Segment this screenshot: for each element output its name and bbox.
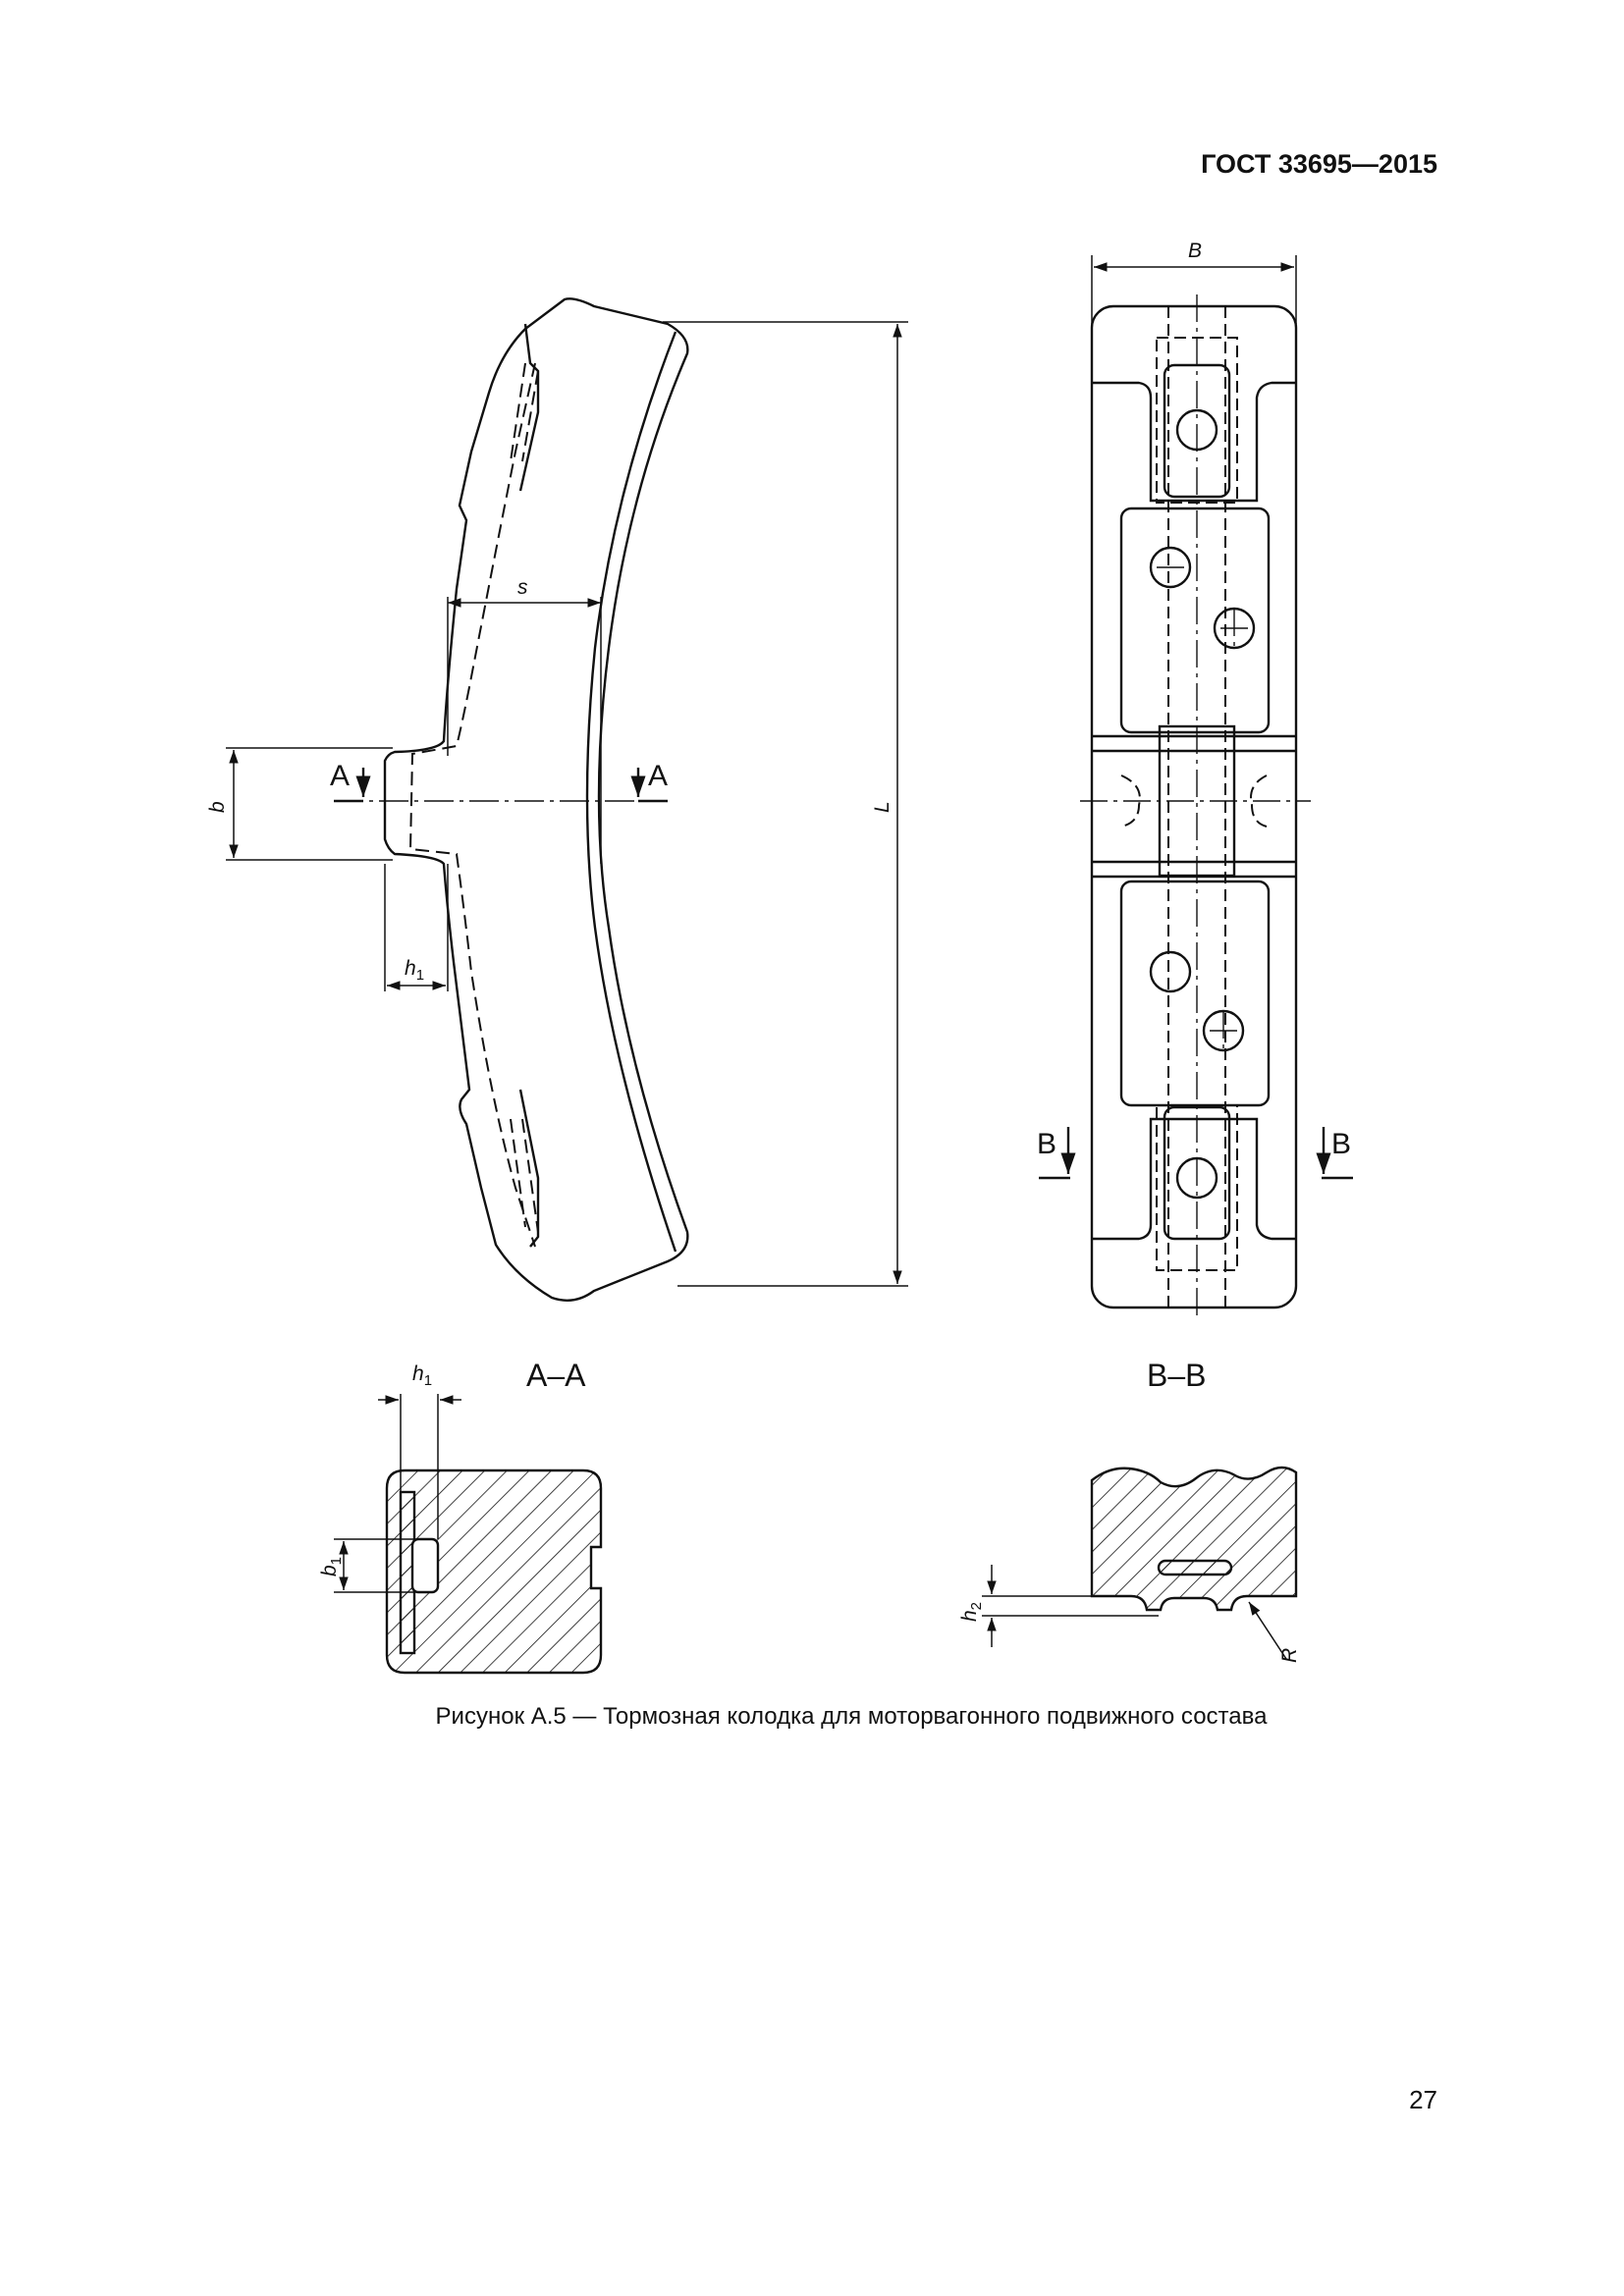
hidden-contour xyxy=(408,362,536,1248)
dimension-aa-h1-label: h1 xyxy=(412,1362,432,1389)
section-mark-left: A xyxy=(330,760,350,792)
section-mark-b-right: B xyxy=(1331,1128,1351,1160)
lug-top xyxy=(518,323,540,492)
dimension-r-label: R xyxy=(1278,1648,1301,1663)
dimension-h2-label: h2 xyxy=(958,1602,985,1622)
dimension-l-label: L xyxy=(871,801,893,813)
dimension-h1-label: h1 xyxy=(405,957,424,984)
hidden-lug-top xyxy=(510,362,539,462)
section-aa-title: A–A xyxy=(526,1358,586,1393)
section-aa-dimensions xyxy=(334,1394,461,1593)
dimension-s-label: s xyxy=(517,576,528,599)
front-centerlines xyxy=(1080,294,1311,1320)
section-aa xyxy=(385,1468,603,1675)
friction-surface-line xyxy=(585,331,677,1253)
figure-caption: Рисунок А.5 — Тормозная колодка для мото… xyxy=(435,1703,1268,1730)
plate-upper xyxy=(1119,507,1271,734)
dimension-b xyxy=(226,747,393,861)
section-bb xyxy=(1090,1466,1298,1612)
dimension-b-width xyxy=(1091,255,1297,324)
hidden-lug-bottom xyxy=(510,1118,539,1233)
section-mark-b-left: B xyxy=(1037,1128,1056,1160)
dimension-h1 xyxy=(384,864,449,991)
section-mark-right: A xyxy=(648,760,668,792)
dimension-s xyxy=(447,597,602,864)
page-number: 27 xyxy=(1409,2085,1437,2114)
dimension-b-width-label: B xyxy=(1188,240,1202,262)
front-outline xyxy=(1090,304,1298,1309)
front-hidden-lines xyxy=(1120,306,1268,1308)
document-header: ГОСТ 33695—2015 xyxy=(1201,149,1437,179)
dimension-b1-label: b1 xyxy=(318,1557,345,1576)
section-bb-title: B–B xyxy=(1147,1358,1206,1393)
section-bb-dimensions xyxy=(982,1565,1287,1660)
lug-bottom xyxy=(518,1089,540,1248)
shoe-outline xyxy=(383,297,689,1302)
dimension-b-label: b xyxy=(206,801,229,813)
plate-lower xyxy=(1119,880,1271,1107)
dimension-l xyxy=(663,321,908,1287)
side-view xyxy=(383,297,689,1302)
section-arrows-b xyxy=(1039,1127,1353,1180)
front-view xyxy=(1090,304,1298,1309)
section-arrows-a xyxy=(334,768,668,803)
